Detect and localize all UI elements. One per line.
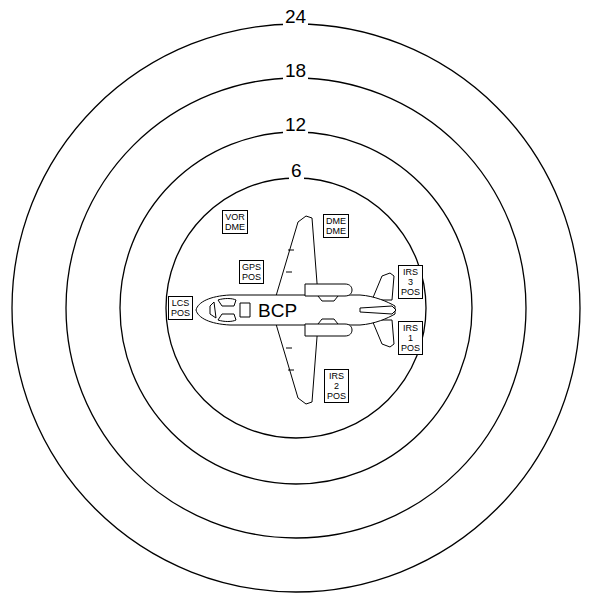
- source-box: GPS POS: [239, 260, 264, 284]
- source-box: DME DME: [323, 214, 349, 238]
- source-box: LCS POS: [168, 296, 193, 320]
- source-label: GPS POS: [242, 262, 261, 282]
- source-box: VOR DME: [222, 210, 248, 234]
- source-label: LCS POS: [171, 298, 190, 318]
- source-box: IRS 3 POS: [398, 265, 423, 299]
- range-number: 6: [289, 161, 304, 180]
- source-label: IRS 3 POS: [401, 267, 420, 297]
- source-box: IRS 2 POS: [324, 369, 349, 403]
- source-label: IRS 2 POS: [327, 371, 346, 401]
- range-number: 12: [283, 115, 308, 134]
- source-label: IRS 1 POS: [401, 323, 420, 353]
- source-label: VOR DME: [225, 212, 245, 232]
- aircraft-label: BCP: [257, 301, 298, 320]
- source-label: DME DME: [326, 216, 346, 236]
- range-number: 24: [283, 7, 308, 26]
- range-number: 18: [283, 61, 308, 80]
- source-box: IRS 1 POS: [398, 321, 423, 355]
